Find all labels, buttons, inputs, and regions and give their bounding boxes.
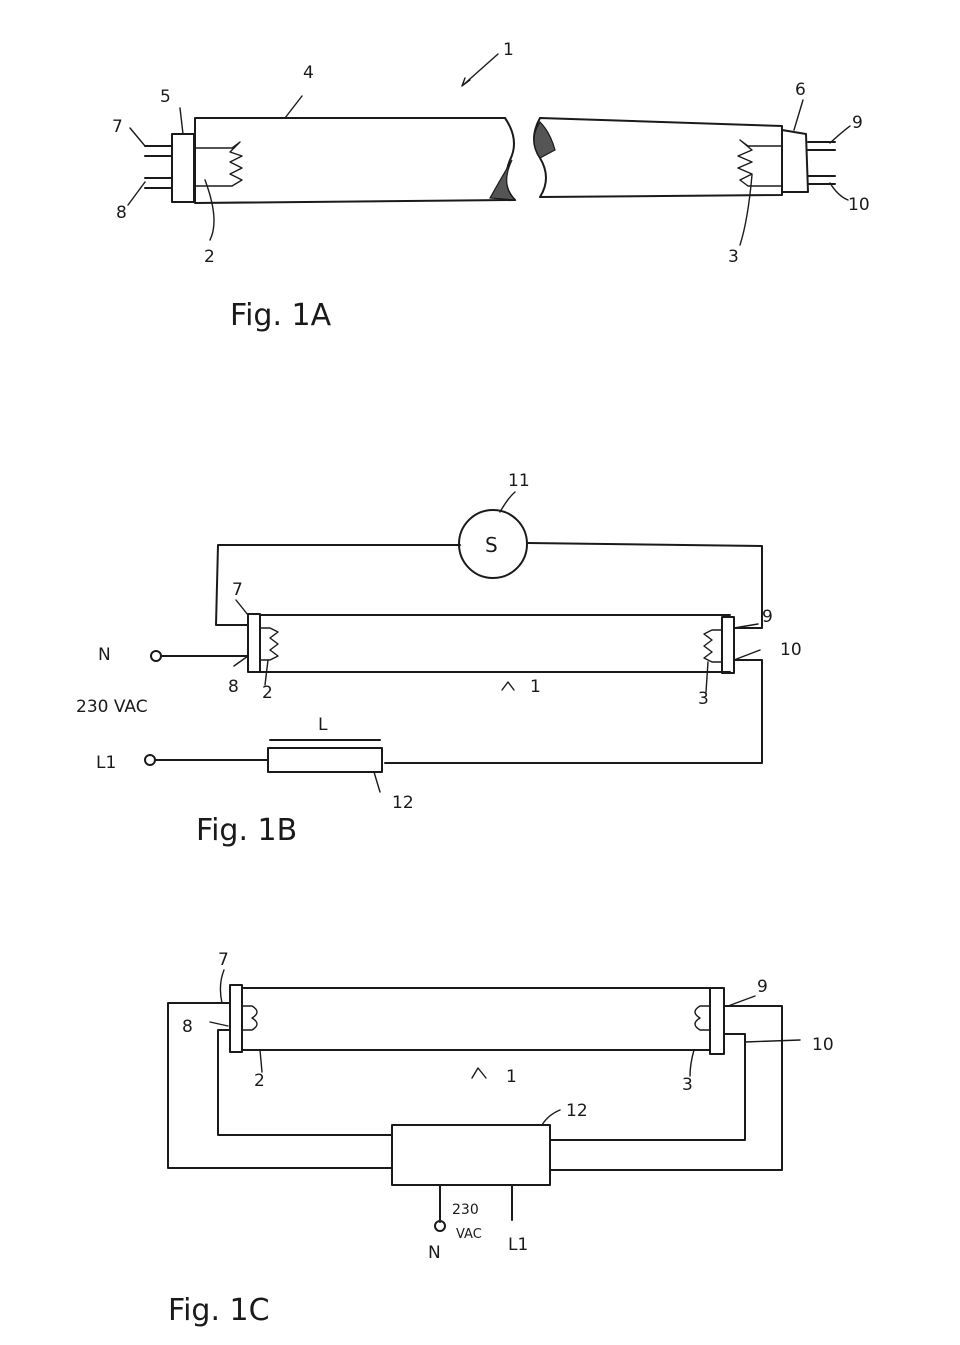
ref-label-1: 1 xyxy=(503,40,514,60)
cathode-right-1c xyxy=(694,1005,711,1031)
lamp-tube-1b xyxy=(259,614,731,673)
starter-wiring xyxy=(215,542,763,629)
ref-label-7: 7 xyxy=(112,117,123,137)
tube-body-left xyxy=(194,117,516,204)
starter-symbol xyxy=(458,509,528,579)
cathode-left-filament xyxy=(194,141,243,187)
ref-label-3: 3 xyxy=(728,247,739,267)
supply-neutral-label: N xyxy=(98,645,111,665)
cathode-left-1c xyxy=(241,1005,258,1031)
leader-lines-1b xyxy=(233,599,761,793)
ref-label-2: 2 xyxy=(204,247,215,267)
cathode-left-1b xyxy=(259,627,279,661)
tube-body-right xyxy=(533,117,783,198)
ref-label-8: 8 xyxy=(116,203,127,223)
end-cap-right-1b xyxy=(721,616,735,674)
end-cap-left-1c xyxy=(229,984,243,1053)
ref-label-11: 11 xyxy=(508,471,530,491)
lamp-tube-1c xyxy=(241,987,711,1051)
pin-10-to-ballast-wire xyxy=(384,659,763,764)
ref-label-7-1b: 7 xyxy=(232,580,243,600)
ref-label-1-1c: 1 xyxy=(506,1067,517,1087)
leader-lines-1c xyxy=(209,969,801,1126)
caption-fig-1c: Fig. 1C xyxy=(168,1293,270,1328)
cathode-right-filament xyxy=(737,139,783,187)
supply-line-label: L1 xyxy=(96,753,116,773)
ballast-letter-L: L xyxy=(318,715,328,735)
figure-1a: 1 4 5 7 8 2 6 9 10 3 Fig. 1A xyxy=(112,40,870,333)
leader-lines-1a xyxy=(127,53,851,246)
tube-break-shade-left xyxy=(489,159,517,201)
pin-7-outer-wire xyxy=(167,1002,393,1169)
supply-voltage-line2-1c: VAC xyxy=(456,1227,482,1242)
supply-neutral-1c: N xyxy=(428,1243,441,1263)
neutral-terminal xyxy=(150,650,162,662)
pin-10-inner-wire xyxy=(549,1033,746,1141)
ref-label-12-1b: 12 xyxy=(392,793,414,813)
end-cap-right-1c xyxy=(709,987,725,1055)
ballast-1b xyxy=(267,747,383,773)
neutral-terminal-1c xyxy=(434,1220,446,1232)
ref-label-5: 5 xyxy=(160,87,171,107)
pin-7 xyxy=(144,145,173,157)
lamp-arrow-1c xyxy=(471,1067,487,1079)
ref-label-10-1c: 10 xyxy=(812,1035,834,1055)
figure-1b: S 11 7 8 2 3 9 10 1 L 12 N 230 VAC L1 Fi… xyxy=(76,471,802,848)
caption-fig-1b: Fig. 1B xyxy=(196,813,297,848)
ref-label-10-1b: 10 xyxy=(780,640,802,660)
ref-label-1-1b: 1 xyxy=(530,677,541,697)
ref-label-4: 4 xyxy=(303,63,314,83)
cathode-right-1b xyxy=(703,629,723,663)
line-terminal xyxy=(144,754,156,766)
supply-voltage-line1-1c: 230 xyxy=(452,1202,479,1218)
end-cap-left-1b xyxy=(247,613,261,673)
pin-8 xyxy=(144,177,173,189)
tube-break-shade-right xyxy=(533,121,556,159)
supply-line-1c: L1 xyxy=(508,1235,528,1255)
ref-label-7-1c: 7 xyxy=(218,950,229,970)
ref-label-12-1c: 12 xyxy=(566,1101,588,1121)
supply-voltage-label: 230 VAC xyxy=(76,697,148,717)
pin-10 xyxy=(807,175,836,185)
supply-leads-1c xyxy=(439,1184,513,1223)
pin-8-inner-wire xyxy=(217,1029,393,1136)
leader-starter xyxy=(499,491,516,513)
ref-label-8-1c: 8 xyxy=(182,1017,193,1037)
lamp-arrow-1b xyxy=(501,681,515,691)
ref-label-2-1c: 2 xyxy=(254,1071,265,1091)
pin-9-outer-wire xyxy=(549,1005,783,1171)
ref-label-3-1c: 3 xyxy=(682,1075,693,1095)
ref-label-9-1c: 9 xyxy=(757,977,768,997)
ref-label-6: 6 xyxy=(795,80,806,100)
pin-9 xyxy=(807,141,836,151)
ref-label-9: 9 xyxy=(852,113,863,133)
starter-letter: S xyxy=(485,533,498,557)
ref-label-8-1b: 8 xyxy=(228,677,239,697)
caption-fig-1a: Fig. 1A xyxy=(230,298,332,333)
ref-label-10: 10 xyxy=(848,195,870,215)
end-cap-left xyxy=(171,133,195,203)
figure-1c: 7 8 2 3 9 10 1 12 230 VAC N L1 Fig. 1C xyxy=(167,950,834,1328)
end-cap-right xyxy=(781,129,809,193)
ballast-unit-1c xyxy=(391,1124,551,1186)
ref-label-9-1b: 9 xyxy=(762,607,773,627)
ref-label-3-1b: 3 xyxy=(698,689,709,709)
ref-label-2-1b: 2 xyxy=(262,683,273,703)
